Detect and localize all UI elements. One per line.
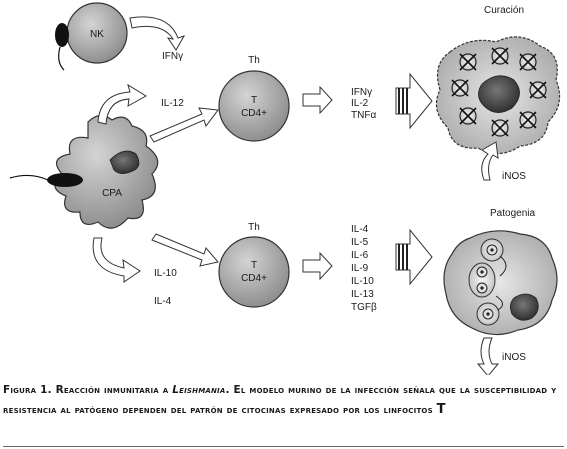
cpa-top-curved-arrow — [97, 83, 147, 125]
arrow-th-bottom-to-cytokines — [302, 251, 333, 281]
cpa-receptor — [47, 173, 83, 187]
arrow-to-patogenia — [395, 228, 433, 286]
nk-curved-arrow — [129, 16, 186, 51]
il10-label: IL-10 — [154, 268, 177, 279]
cpa-cell: CPA — [9, 114, 159, 229]
cpa-bottom-curved-arrow — [92, 237, 141, 283]
th2-cytokine-il13: IL-13 — [351, 289, 374, 300]
th1-cytokine-il2: IL-2 — [351, 98, 369, 109]
immune-response-diagram: NK CPA Th T CD4+ Th T CD4+ — [9, 2, 561, 377]
th2-cytokine-il4: IL-4 — [351, 224, 369, 235]
inos-down-arrow — [476, 337, 500, 377]
macrophage-curacion — [435, 36, 561, 155]
th2-cytokine-il10: IL-10 — [351, 276, 374, 287]
outcome-curacion-inos: iNOS — [502, 171, 526, 182]
arrow-to-curacion — [395, 72, 433, 130]
arrow-cpa-to-th-bottom — [151, 233, 219, 267]
caption-prefix: Figura 1. Reacción inmunitaria a — [3, 384, 173, 396]
th2-cytokine-il9: IL-9 — [351, 263, 369, 274]
amastigote — [476, 244, 498, 320]
il12-label: IL-12 — [161, 98, 184, 109]
figure-caption: Figura 1. Reacción inmunitaria a Leishma… — [3, 381, 563, 420]
th2-cytokine-tgf: TGFβ — [351, 302, 377, 313]
macrophage-curacion-nucleus — [478, 75, 520, 113]
outcome-patogenia-inos: iNOS — [502, 352, 526, 363]
th2-cytokine-il5: IL-5 — [351, 237, 369, 248]
inos-up-arrow — [481, 141, 499, 181]
cpa-tail — [9, 174, 49, 181]
caption-italic: Leishmania — [172, 384, 226, 396]
outcome-curacion-title: Curación — [484, 5, 525, 16]
replication-arrow — [499, 255, 507, 277]
caption-last: T — [436, 402, 446, 417]
nk-label: NK — [90, 29, 104, 40]
nk-ifn-gamma-label: IFNγ — [162, 51, 184, 62]
nk-receptor — [55, 23, 69, 47]
cpa-label: CPA — [102, 188, 122, 199]
th-top-line1: T — [251, 95, 257, 106]
nk-tail — [58, 46, 65, 71]
th-top-line2: CD4+ — [241, 108, 267, 119]
caption-rest: . El modelo murino de la infección señal… — [3, 384, 557, 416]
th-bottom-line1: T — [251, 260, 257, 271]
th-bottom-cell: Th T CD4+ — [218, 222, 290, 308]
th-bottom-title: Th — [248, 222, 260, 233]
diagram-svg: NK CPA Th T CD4+ Th T CD4+ — [9, 2, 561, 377]
cpa-nucleus — [109, 150, 140, 174]
arrow-th-top-to-cytokines — [302, 85, 333, 115]
macrophage-patogenia — [443, 230, 558, 336]
outcome-patogenia-title: Patogenia — [490, 208, 536, 219]
caption-rule — [3, 446, 564, 447]
arrow-cpa-to-th-top — [149, 107, 219, 143]
th-bottom-line2: CD4+ — [241, 273, 267, 284]
th1-cytokine-tnf: TNFα — [351, 110, 377, 121]
replication-arrow — [495, 295, 503, 311]
th-top-title: Th — [248, 55, 260, 66]
nk-cell: NK — [55, 2, 128, 71]
th-top-cell: Th T CD4+ — [218, 55, 290, 142]
th2-cytokine-il6: IL-6 — [351, 250, 369, 261]
th1-cytokine-ifn: IFNγ — [351, 87, 373, 98]
il4-label: IL-4 — [154, 296, 172, 307]
macrophage-patogenia-nucleus — [510, 293, 539, 321]
